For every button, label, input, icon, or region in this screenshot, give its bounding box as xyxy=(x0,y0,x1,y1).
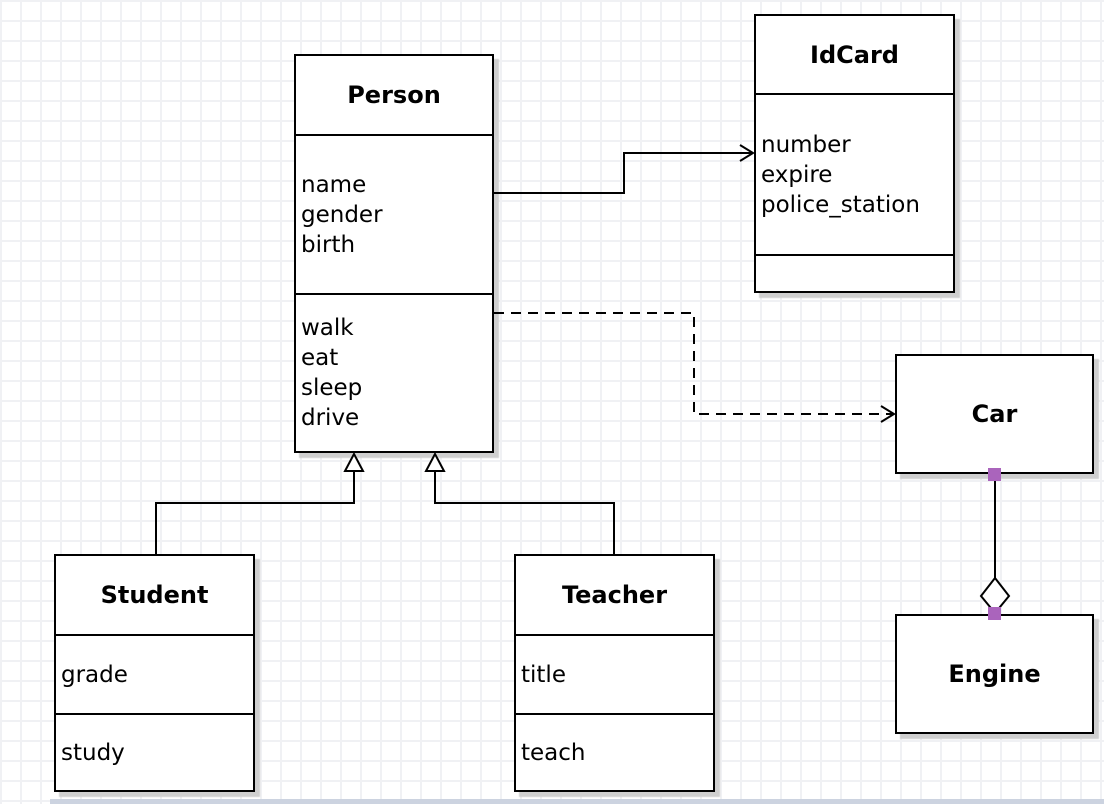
bottom-edge-strip xyxy=(50,799,1104,804)
attribute: name xyxy=(301,171,367,198)
attributes-section: number expire police_station xyxy=(756,93,953,254)
triangle-arrowhead xyxy=(343,451,365,472)
class-teacher[interactable]: Teacher title teach xyxy=(514,554,715,792)
method: sleep xyxy=(301,375,363,401)
attributes-section: title xyxy=(516,634,713,713)
attribute: gender xyxy=(301,201,383,228)
class-title: Car xyxy=(971,400,1018,428)
attributes-section: name gender birth xyxy=(296,134,492,293)
attributes-section: grade xyxy=(56,634,253,713)
class-car[interactable]: Car xyxy=(895,354,1094,474)
triangle-arrowhead xyxy=(424,451,446,472)
method: teach xyxy=(521,739,586,766)
connector-car-engine[interactable] xyxy=(979,468,1011,620)
attribute: number xyxy=(761,131,851,158)
methods-section: teach xyxy=(516,713,713,790)
class-engine[interactable]: Engine xyxy=(895,614,1094,734)
class-student[interactable]: Student grade study xyxy=(54,554,255,792)
class-title: Person xyxy=(347,81,441,109)
connection-handle[interactable] xyxy=(988,607,1001,620)
method: drive xyxy=(301,405,360,431)
attribute: birth xyxy=(301,231,356,258)
methods-section-empty xyxy=(756,254,953,291)
class-title: IdCard xyxy=(810,40,899,69)
connector-person-idcard[interactable] xyxy=(494,144,755,194)
method: eat xyxy=(301,345,339,371)
method: study xyxy=(61,739,125,766)
connection-handle[interactable] xyxy=(988,468,1001,481)
connector-teacher-person[interactable] xyxy=(424,451,615,555)
class-title: Engine xyxy=(948,660,1041,688)
class-person[interactable]: Person name gender birth walk eat sleep … xyxy=(294,54,494,453)
class-idcard[interactable]: IdCard number expire police_station xyxy=(754,14,955,293)
methods-section: walk eat sleep drive xyxy=(296,293,492,451)
open-arrowhead xyxy=(880,405,896,423)
method: walk xyxy=(301,315,354,341)
class-title: Student xyxy=(100,581,209,609)
methods-section: study xyxy=(56,713,253,790)
attribute: grade xyxy=(61,661,128,688)
connector-student-person[interactable] xyxy=(155,451,365,555)
connector-person-car[interactable] xyxy=(494,312,896,423)
class-title: Teacher xyxy=(561,581,668,609)
attribute: expire xyxy=(761,161,833,188)
open-arrowhead xyxy=(739,144,755,162)
attribute: title xyxy=(521,661,566,688)
attribute: police_station xyxy=(761,191,920,218)
